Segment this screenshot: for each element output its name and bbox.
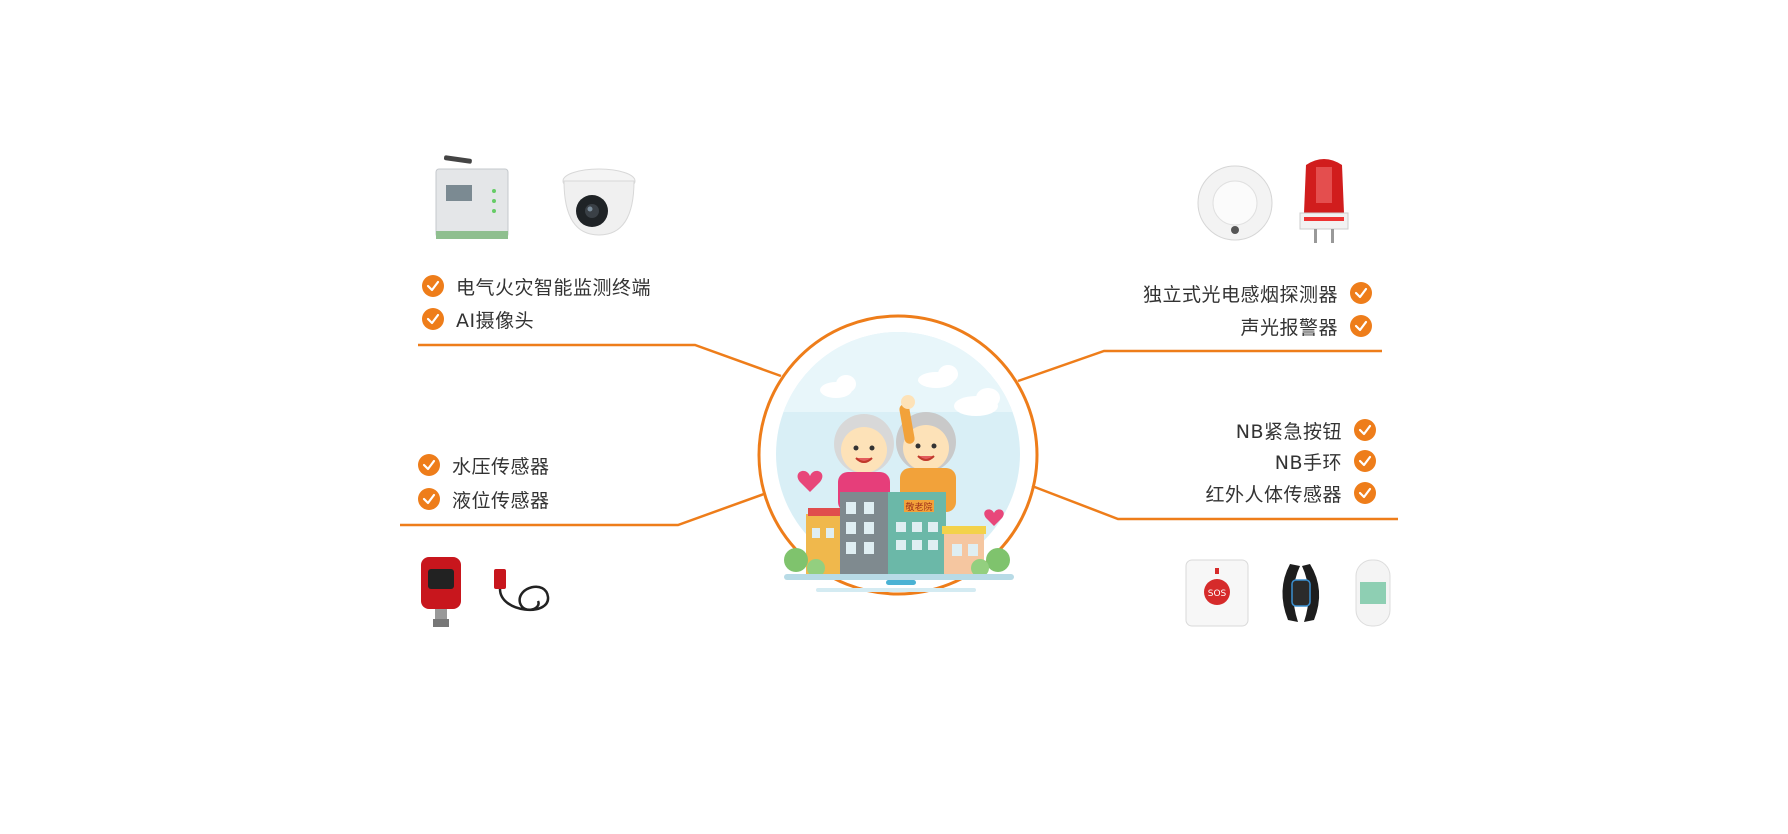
nb-wristband-image bbox=[1282, 564, 1320, 622]
check-icon bbox=[1354, 419, 1376, 441]
sound-light-alarm-image bbox=[1299, 159, 1349, 243]
check-icon bbox=[418, 454, 440, 476]
list-item: 水压传感器 bbox=[418, 450, 550, 480]
item-label: 电气火灾智能监测终端 bbox=[456, 276, 652, 299]
check-icon bbox=[1354, 482, 1376, 504]
sos-label: SOS bbox=[1208, 589, 1227, 599]
heart-icon-right bbox=[984, 509, 1004, 526]
item-label: NB紧急按钮 bbox=[1235, 420, 1342, 443]
item-label: AI摄像头 bbox=[456, 309, 535, 332]
water-pressure-sensor-image bbox=[421, 557, 461, 627]
check-icon bbox=[1350, 315, 1372, 337]
list-item: 电气火灾智能监测终端 bbox=[422, 271, 651, 301]
check-icon bbox=[1354, 450, 1376, 472]
buildings: 敬老院 bbox=[784, 492, 1014, 592]
liquid-level-sensor-image bbox=[494, 569, 550, 611]
check-icon bbox=[422, 275, 444, 297]
building-sign: 敬老院 bbox=[905, 501, 932, 513]
item-label: NB手环 bbox=[1274, 451, 1342, 474]
list-item: NB紧急按钮 bbox=[1236, 415, 1376, 445]
item-label: 红外人体传感器 bbox=[1205, 483, 1342, 506]
infrared-sensor-image bbox=[1355, 559, 1391, 627]
smoke-detector-image bbox=[1197, 165, 1273, 241]
item-label: 液位传感器 bbox=[452, 489, 550, 512]
item-label: 独立式光电感烟探测器 bbox=[1142, 283, 1338, 306]
item-label: 水压传感器 bbox=[452, 455, 550, 478]
list-item: 红外人体传感器 bbox=[1205, 478, 1376, 508]
nb-emergency-button-image: SOS bbox=[1185, 559, 1249, 627]
elderly-care-illustration: 敬老院 bbox=[776, 332, 1020, 592]
list-item: 独立式光电感烟探测器 bbox=[1143, 278, 1372, 308]
ai-camera-image bbox=[562, 168, 636, 236]
list-item: AI摄像头 bbox=[422, 304, 534, 334]
list-item: 声光报警器 bbox=[1240, 311, 1372, 341]
check-icon bbox=[422, 308, 444, 330]
heart-icon-left bbox=[797, 470, 823, 492]
check-icon bbox=[1350, 282, 1372, 304]
item-label: 声光报警器 bbox=[1240, 316, 1338, 339]
electrical-fire-terminal-image bbox=[435, 155, 509, 239]
list-item: NB手环 bbox=[1275, 446, 1376, 476]
check-icon bbox=[418, 488, 440, 510]
list-item: 液位传感器 bbox=[418, 484, 550, 514]
